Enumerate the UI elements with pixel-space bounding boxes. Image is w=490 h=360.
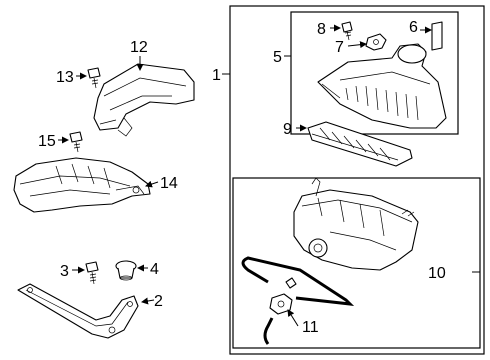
air-inlet-resonator (13, 157, 151, 213)
purge-valve (269, 277, 297, 315)
air-filter (307, 121, 413, 167)
screw (341, 21, 353, 41)
callout-8: 8 (317, 21, 326, 38)
lower-housing-group-box (232, 177, 481, 349)
label-plate (431, 21, 443, 51)
callout-6: 6 (409, 19, 418, 36)
grommet (115, 260, 137, 281)
callout-2-leader (141, 297, 155, 305)
bolt-15 (69, 131, 83, 153)
callout-1: 1 (212, 67, 221, 84)
air-cleaner-housing-lower (293, 177, 419, 271)
callout-11-leader (287, 309, 299, 327)
callout-14: 14 (160, 175, 178, 192)
bolt-3 (85, 261, 99, 285)
callout-7: 7 (335, 39, 344, 56)
upper-housing-group-box (290, 11, 459, 135)
callout-9: 9 (283, 121, 292, 138)
callout-5: 5 (273, 49, 282, 66)
callout-15: 15 (38, 133, 56, 150)
callout-11: 11 (302, 319, 319, 336)
callout-4: 4 (150, 261, 159, 278)
callout-2: 2 (154, 293, 163, 310)
air-intake-duct (93, 63, 195, 137)
callout-10: 10 (428, 265, 446, 282)
callout-7-leader (347, 41, 367, 49)
mounting-bracket (17, 283, 139, 339)
sensor-bracket (365, 33, 387, 51)
callout-14-leader (145, 180, 159, 188)
vacuum-hose (241, 256, 355, 345)
callout-3: 3 (60, 263, 69, 280)
air-cleaner-cover (317, 43, 447, 129)
bolt-13 (87, 67, 101, 89)
callout-13: 13 (56, 69, 74, 86)
assembly-box-outer (229, 5, 485, 355)
callout-12: 12 (130, 39, 148, 56)
